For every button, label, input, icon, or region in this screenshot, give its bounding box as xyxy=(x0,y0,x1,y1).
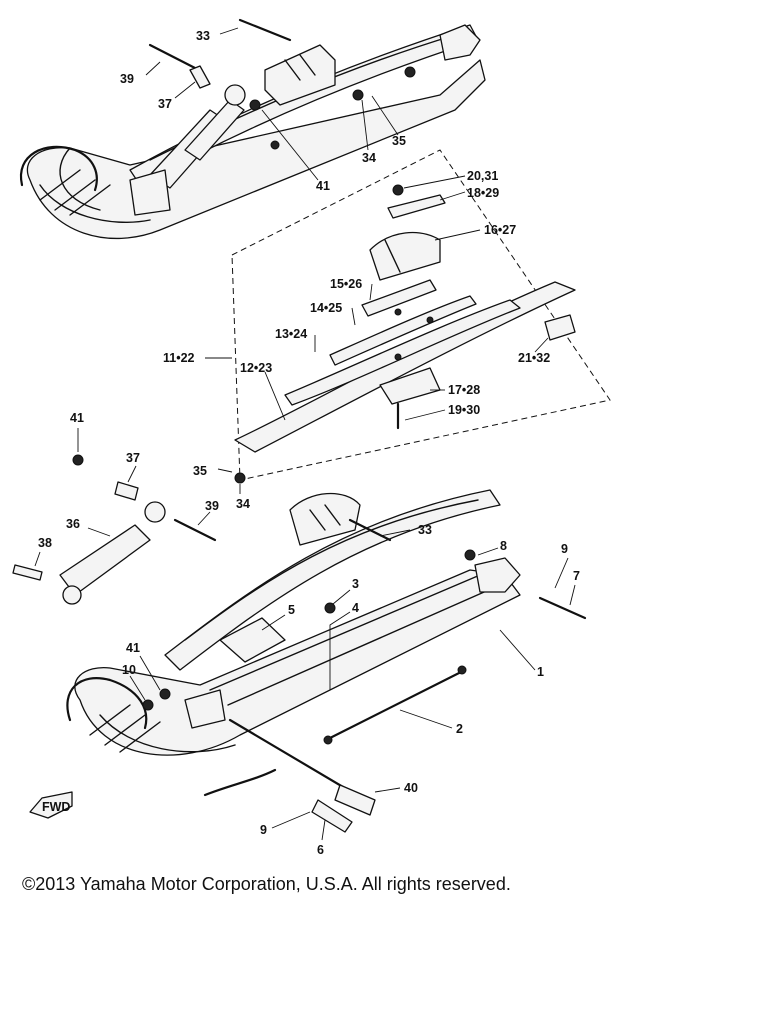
callout-label: 5 xyxy=(288,603,295,617)
callout-label: 40 xyxy=(404,781,418,795)
callout-label: 35 xyxy=(392,134,406,148)
callout-label: 17•28 xyxy=(448,383,480,397)
callout-label: 4 xyxy=(352,601,359,615)
callout-label: 35 xyxy=(193,464,207,478)
callout-label: 21•32 xyxy=(518,351,550,365)
callout-label: 33 xyxy=(418,523,432,537)
callout-label: 11•22 xyxy=(163,351,195,365)
callout-label: 39 xyxy=(205,499,219,513)
callout-label: 37 xyxy=(126,451,140,465)
callout-labels: 33 39 37 41 34 35 20,31 18•29 16•27 15•2… xyxy=(38,29,580,857)
leaf-spring-exploded-view xyxy=(231,149,611,481)
callout-label: 12•23 xyxy=(240,361,272,375)
callout-label: 13•24 xyxy=(275,327,307,341)
callout-label: 15•26 xyxy=(330,277,362,291)
ski-exploded-bottom xyxy=(12,454,587,833)
callout-label: 10 xyxy=(122,663,136,677)
assembled-ski-top xyxy=(19,18,486,240)
copyright-notice: ©2013 Yamaha Motor Corporation, U.S.A. A… xyxy=(22,874,511,894)
callout-label: 38 xyxy=(38,536,52,550)
callout-label: 41 xyxy=(70,411,84,425)
callout-label: 9 xyxy=(561,542,568,556)
callout-label: 19•30 xyxy=(448,403,480,417)
callout-label: 14•25 xyxy=(310,301,342,315)
callout-label: 33 xyxy=(196,29,210,43)
callout-label: 3 xyxy=(352,577,359,591)
callout-label: 36 xyxy=(66,517,80,531)
callout-label: 16•27 xyxy=(484,223,516,237)
callout-label: 1 xyxy=(537,665,544,679)
callout-label: 41 xyxy=(316,179,330,193)
callout-label: 9 xyxy=(260,823,267,837)
fwd-label: FWD xyxy=(42,800,70,814)
callout-label: 41 xyxy=(126,641,140,655)
callout-label: 6 xyxy=(317,843,324,857)
callout-label: 18•29 xyxy=(467,186,499,200)
callout-label: 39 xyxy=(120,72,134,86)
callout-label: 34 xyxy=(362,151,376,165)
callout-label: 37 xyxy=(158,97,172,111)
callout-label: 7 xyxy=(573,569,580,583)
callout-label: 34 xyxy=(236,497,250,511)
callout-label: 8 xyxy=(500,539,507,553)
callout-label: 2 xyxy=(456,722,463,736)
callout-label: 20,31 xyxy=(467,169,498,183)
leader-lines xyxy=(34,27,576,841)
ski-suspension-parts-diagram: FWD xyxy=(12,18,611,857)
